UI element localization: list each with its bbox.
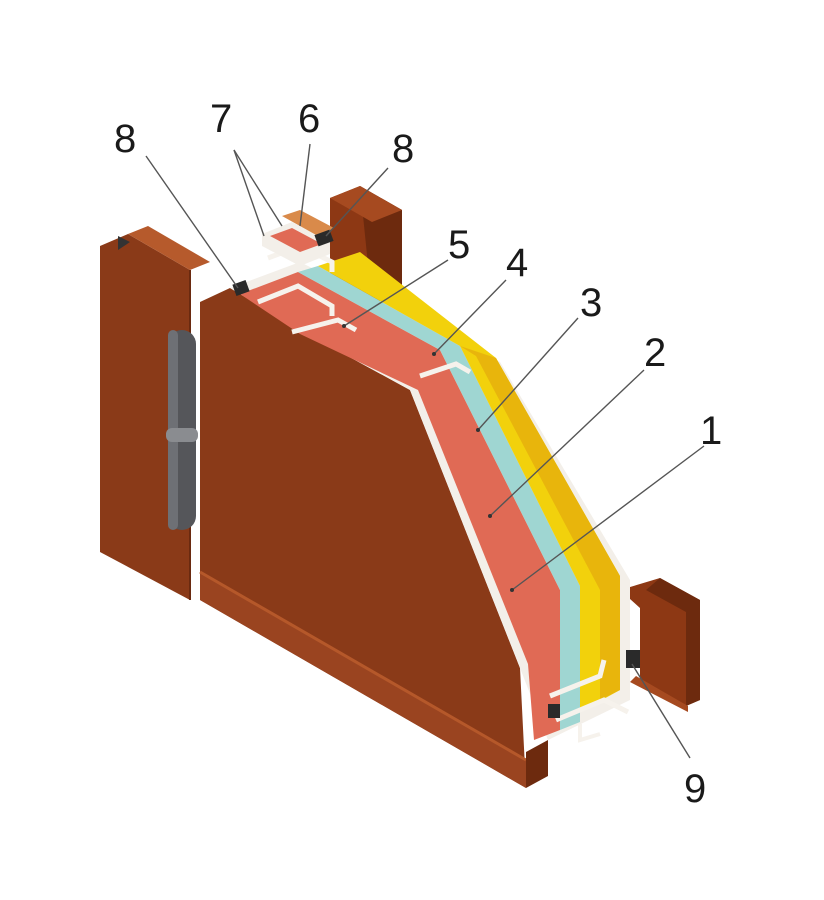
callout-1: 1: [700, 409, 722, 453]
layer-3-membrane: [298, 266, 580, 730]
layer-2-insulation: [240, 272, 560, 740]
callout-2: 2: [644, 331, 666, 375]
leader-lines: [145, 143, 705, 759]
frame-profile-bottom: [620, 578, 700, 712]
top-frame-profile: [262, 210, 334, 266]
callout-4: 4: [506, 241, 528, 285]
callout-3: 3: [580, 281, 602, 325]
callout-6: 6: [298, 97, 320, 141]
door-leaf-face: [199, 288, 548, 788]
callout-7: 7: [210, 97, 232, 141]
seal-bottom-left: [548, 704, 560, 718]
hinge: [166, 330, 198, 530]
seal-bottom-right: [626, 650, 640, 668]
callout-8-right: 8: [392, 127, 414, 171]
callout-9: 9: [684, 767, 706, 811]
door-jamb-left: [100, 226, 210, 600]
callout-5: 5: [448, 223, 470, 267]
seal-top-left: [232, 279, 250, 297]
callout-8-left: 8: [114, 117, 136, 161]
